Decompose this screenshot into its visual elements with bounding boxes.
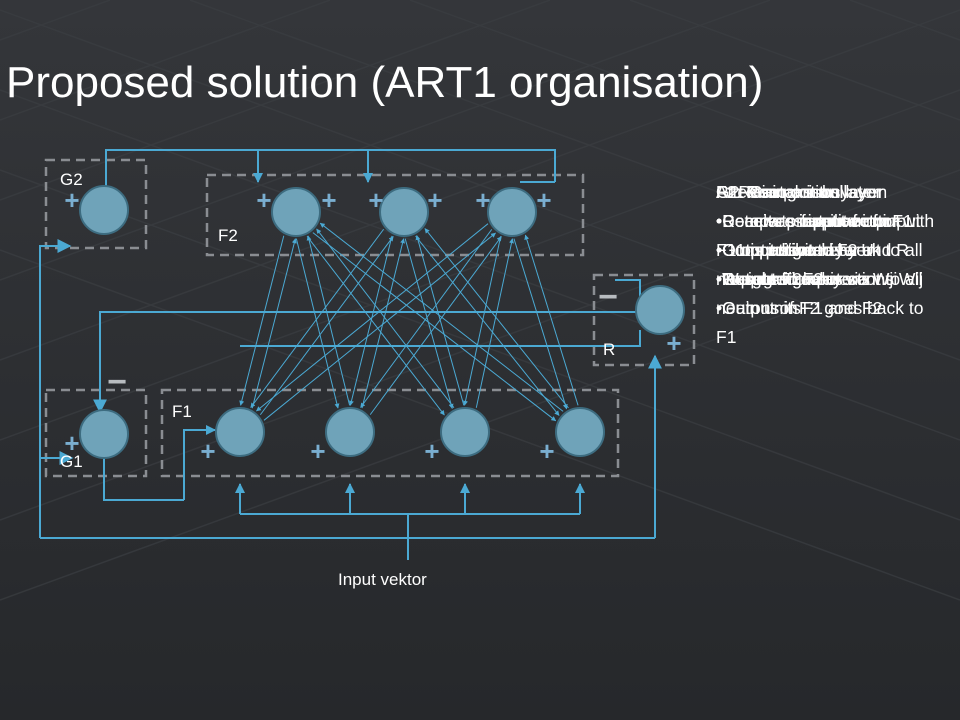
bottom-up-connection bbox=[415, 234, 465, 406]
description-text: F2: Recognition layer •Receives output f… bbox=[716, 182, 924, 347]
bottom-up-connection bbox=[316, 228, 455, 409]
plus-sign: + bbox=[200, 436, 215, 466]
label-g1: G1 bbox=[60, 452, 83, 471]
nodes bbox=[79, 185, 685, 459]
plus-sign: + bbox=[536, 185, 551, 215]
bottom-up-connection bbox=[263, 232, 496, 421]
f1-node-4 bbox=[555, 407, 605, 457]
description-text: Attentional subsystem •Reacts to familia… bbox=[716, 182, 901, 318]
plus-sign: + bbox=[321, 185, 336, 215]
bottom-up-connection bbox=[306, 235, 351, 406]
plus-sign: + bbox=[427, 185, 442, 215]
control-wires bbox=[39, 149, 662, 560]
f1-box bbox=[160, 388, 620, 478]
top-down-connection bbox=[349, 235, 393, 406]
g1-node bbox=[79, 409, 129, 459]
f2-box bbox=[205, 173, 585, 257]
g2-node bbox=[79, 185, 129, 235]
plus-sign: + bbox=[64, 185, 79, 215]
label-f2: F2 bbox=[218, 226, 238, 245]
g1-box bbox=[44, 388, 148, 478]
bottom-up-connection bbox=[475, 238, 514, 408]
description-text: G1: Gain control •Receives input vector … bbox=[716, 182, 923, 318]
top-down-connection bbox=[306, 235, 445, 416]
f1-node-1 bbox=[215, 407, 265, 457]
r-node bbox=[635, 285, 685, 335]
plus-sign: + bbox=[424, 436, 439, 466]
description-text: F1: Comparison layer •Receives input vec… bbox=[716, 182, 909, 289]
plus-signs: + + + + + + + + + + + + + bbox=[64, 185, 681, 466]
f1-f2-connections bbox=[239, 222, 579, 422]
label-r: R bbox=[603, 340, 616, 359]
slide-title: Proposed solution (ART1 organisation) bbox=[6, 58, 764, 107]
bottom-up-connection bbox=[259, 236, 394, 416]
bottom-up-connection bbox=[369, 236, 502, 415]
g2-box bbox=[44, 158, 148, 250]
plus-sign: + bbox=[310, 436, 325, 466]
f1-node-2 bbox=[325, 407, 375, 457]
plus-sign: + bbox=[475, 185, 490, 215]
plus-sign: + bbox=[256, 185, 271, 215]
f1-node-3 bbox=[440, 407, 490, 457]
minus-sign: − bbox=[107, 363, 127, 401]
bottom-up-connection bbox=[251, 238, 297, 409]
f2-node-1 bbox=[271, 187, 321, 237]
plus-sign: + bbox=[539, 436, 554, 466]
minus-signs: − − bbox=[107, 278, 618, 401]
top-down-connection bbox=[312, 232, 557, 422]
bottom-up-connection bbox=[524, 234, 579, 406]
top-down-connection bbox=[404, 238, 454, 410]
top-down-connection bbox=[360, 229, 493, 408]
description-text: R: Reset •Compares input vector with F1 … bbox=[716, 182, 935, 289]
label-input-vector: Input vektor bbox=[338, 570, 427, 589]
plus-sign: + bbox=[64, 428, 79, 458]
f2-node-2 bbox=[379, 187, 429, 237]
label-g2: G2 bbox=[60, 170, 83, 189]
f2-node-3 bbox=[487, 187, 537, 237]
r-box bbox=[592, 273, 696, 367]
bottom-up-connection bbox=[361, 238, 405, 409]
input-to-g1 bbox=[39, 239, 72, 538]
bottom-up-connection bbox=[319, 222, 564, 412]
top-down-connection bbox=[295, 238, 340, 409]
top-down-connection bbox=[513, 238, 568, 410]
top-down-connection bbox=[415, 235, 560, 416]
plus-sign: + bbox=[666, 328, 681, 358]
description-text: G2: Gain control •Detects presence of in… bbox=[716, 182, 923, 289]
top-down-connection bbox=[239, 235, 285, 406]
minus-sign: − bbox=[598, 278, 618, 316]
top-down-connection bbox=[463, 236, 502, 406]
label-f1: F1 bbox=[172, 402, 192, 421]
bottom-up-connection bbox=[424, 228, 569, 409]
description-column: Attentional subsystem •Reacts to familia… bbox=[716, 178, 938, 648]
plus-sign: + bbox=[368, 185, 383, 215]
top-down-connection bbox=[250, 228, 385, 408]
